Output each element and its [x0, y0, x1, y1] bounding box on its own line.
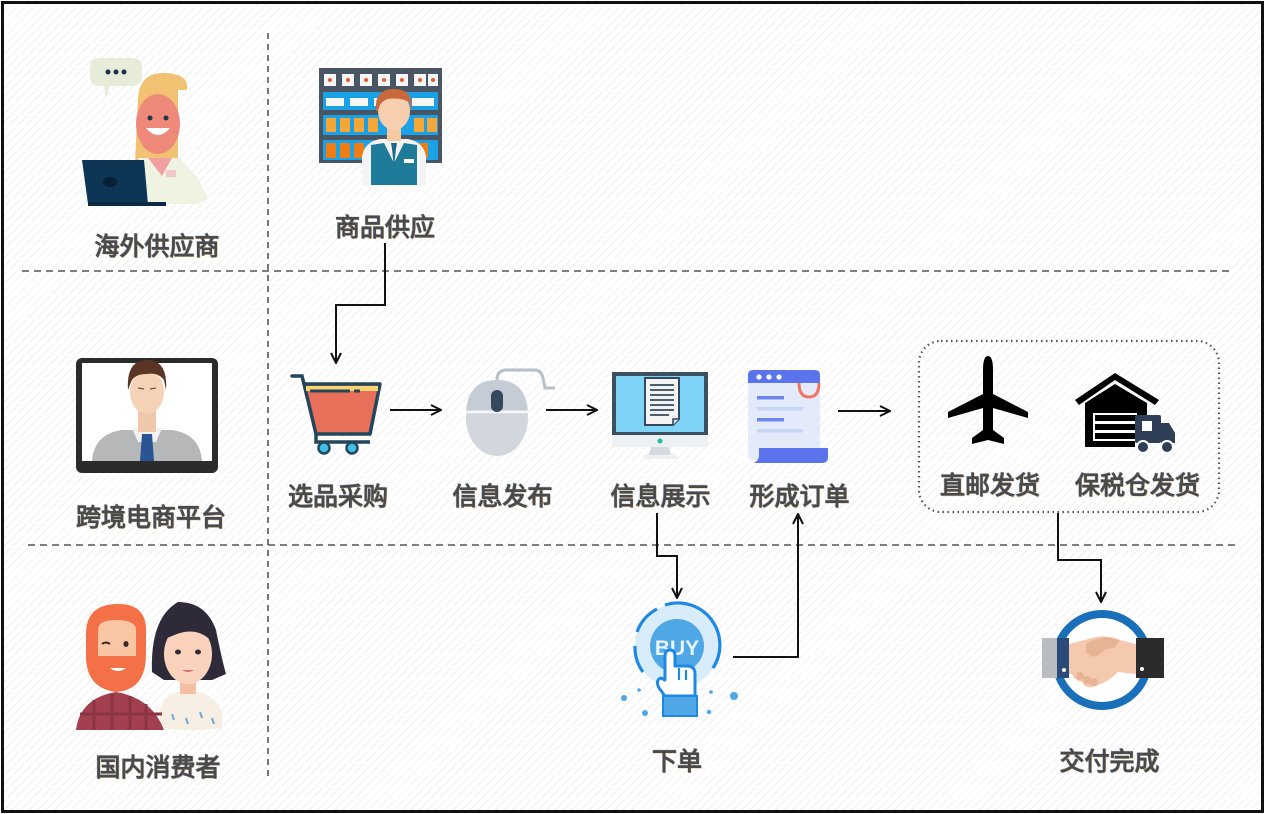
arrow-supply-to-purchase	[336, 243, 386, 363]
step-label-order: 形成订单	[749, 482, 850, 511]
warehouse-truck-icon	[1075, 373, 1177, 455]
step-label-delivered: 交付完成	[1059, 747, 1160, 776]
arrow-display-to-buy	[656, 513, 677, 598]
buy-button-text: BUY	[655, 637, 699, 660]
airplane-icon	[946, 354, 1030, 448]
man-on-monitor-icon	[76, 350, 219, 475]
lane-label-overseas-supplier: 海外供应商	[94, 232, 220, 261]
arrow-shipping-to-delivered	[1057, 513, 1101, 602]
handshake-icon	[1040, 608, 1168, 718]
step-label-bonded-ship: 保税仓发货	[1074, 471, 1200, 500]
arrow-buy-to-order	[733, 514, 798, 658]
order-scroll-icon	[747, 369, 831, 465]
buy-button-hand-icon[interactable]: BUY	[615, 600, 745, 725]
shipping-options-group	[917, 339, 1221, 514]
step-label-purchase: 选品采购	[287, 482, 388, 511]
couple-avatar-icon	[76, 600, 226, 740]
lane-separators	[22, 33, 1240, 780]
shopping-cart-icon	[290, 372, 385, 456]
computer-mouse-icon	[465, 366, 557, 458]
step-label-display: 信息展示	[610, 482, 711, 511]
step-label-place-order: 下单	[651, 747, 702, 776]
step-label-direct-ship: 直邮发货	[939, 471, 1040, 500]
step-label-supply: 商品供应	[334, 213, 435, 242]
lane-label-consumer: 国内消费者	[95, 753, 221, 782]
step-label-publish: 信息发布	[452, 482, 553, 511]
woman-with-laptop-icon	[80, 58, 215, 208]
shop-clerk-shelf-icon	[318, 67, 443, 185]
monitor-document-icon	[611, 371, 709, 461]
lane-label-platform: 跨境电商平台	[75, 503, 226, 532]
